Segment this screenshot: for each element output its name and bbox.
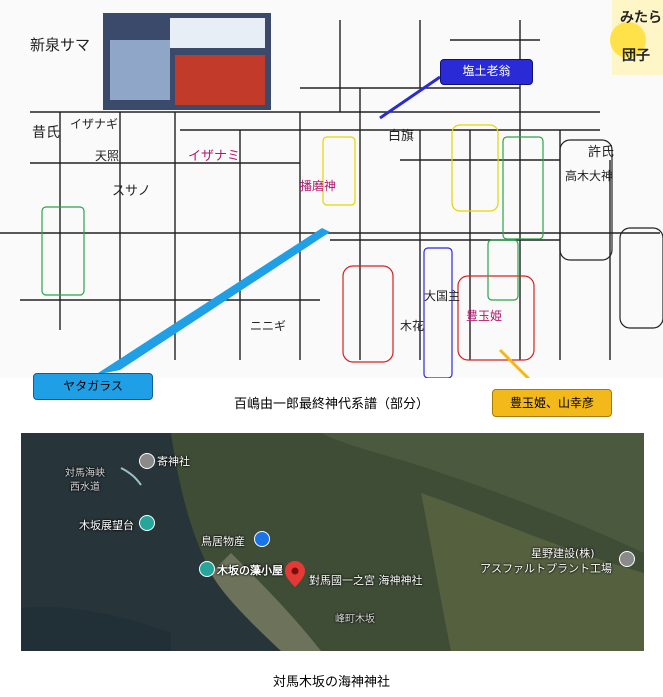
callout-shiozuchi: 塩土老翁 xyxy=(440,59,533,85)
genealogy-chart: 新泉サマ 昔氏 イザナミ イザナギ スサノ 天照 白旗 許氏 高木大神 播磨神 … xyxy=(0,0,663,378)
genealogy-chart-drawing: 新泉サマ 昔氏 イザナミ イザナギ スサノ 天照 白旗 許氏 高木大神 播磨神 … xyxy=(0,0,663,378)
map-pin-kisaka-observatory[interactable] xyxy=(139,515,155,531)
shrine-photo-snow xyxy=(170,18,265,48)
sasano-label: スサノ xyxy=(112,184,151,199)
map-pin-yoro-shrine[interactable] xyxy=(139,453,155,469)
toyotama-label: 豊玉姫 xyxy=(466,309,502,323)
caption-map: 対馬木坂の海神神社 xyxy=(272,675,390,690)
map-terrain xyxy=(21,433,644,651)
yatagarasu-pointer xyxy=(95,228,330,375)
kyo-label: 許氏 xyxy=(588,145,614,160)
handwritten-labels: 新泉サマ 昔氏 イザナミ イザナギ スサノ 天照 白旗 許氏 高木大神 播磨神 … xyxy=(30,10,663,333)
map-label-nishi-suido: 西水道 xyxy=(70,482,100,493)
map-pin-kaijin-shrine[interactable] xyxy=(285,561,305,587)
shrine-photo-hall xyxy=(175,55,265,105)
caption-genealogy: 百嶋由一郎最終神代系譜（部分） xyxy=(233,397,429,412)
shrine-photo-roof xyxy=(110,40,170,100)
map-label-kisaka-observatory[interactable]: 木坂展望台 xyxy=(79,519,134,532)
map-label-asphalt[interactable]: アスファルトプラント工場 xyxy=(480,562,612,575)
header-left-text: 新泉サマ xyxy=(30,36,90,54)
map-label-yoro-shrine[interactable]: 寄神社 xyxy=(157,455,190,468)
map-label-torii-shop[interactable]: 鳥居物産 xyxy=(201,535,245,548)
shiranui-label: 白旗 xyxy=(388,128,414,144)
callout-yatagarasu: ヤタガラス xyxy=(33,373,153,400)
map-label-hoshino[interactable]: 星野建設(株) xyxy=(531,547,595,560)
mukashi-label: 昔氏 xyxy=(32,125,60,141)
hanshin-label: 播磨神 xyxy=(300,179,336,193)
izanami-label: イザナミ xyxy=(188,149,240,164)
highlight-boxes xyxy=(41,124,663,378)
izanagi-label: イザナギ xyxy=(70,117,118,131)
badge-sun xyxy=(610,22,646,58)
satellite-map: 寄神社 対馬海峡 西水道 木坂展望台 鳥居物産 木坂の藻小屋 對馬國一之宮 海神… xyxy=(21,433,644,651)
badge-bottom-text: 団子 xyxy=(622,48,650,64)
map-pin-hoshino[interactable] xyxy=(619,551,635,567)
callout-toyotama-yamasachi: 豊玉姫、山幸彦 xyxy=(492,389,612,417)
badge-top-text: みたらし xyxy=(620,10,663,26)
shiozuchi-pointer xyxy=(379,75,441,120)
map-label-kisaka-moshoya[interactable]: 木坂の藻小屋 xyxy=(217,564,283,577)
amaterasu-label: 天照 xyxy=(95,149,119,163)
map-pin-torii-shop[interactable] xyxy=(254,531,270,547)
ninigi-label: ニニギ xyxy=(250,319,286,333)
lineage-lines xyxy=(0,20,660,360)
map-label-minecho: 峰町木坂 xyxy=(335,614,375,625)
map-label-tsushima-strait: 対馬海峡 xyxy=(65,468,105,479)
takagi-label: 高木大神 xyxy=(565,168,613,183)
map-pin-kisaka-moshoya[interactable] xyxy=(199,561,215,577)
okuni-label: 大国主 xyxy=(424,289,460,303)
map-label-kaijin-shrine[interactable]: 對馬國一之宮 海神神社 xyxy=(309,574,423,587)
konohana-label: 木花 xyxy=(400,318,424,333)
toyotama-pointer xyxy=(498,348,531,378)
